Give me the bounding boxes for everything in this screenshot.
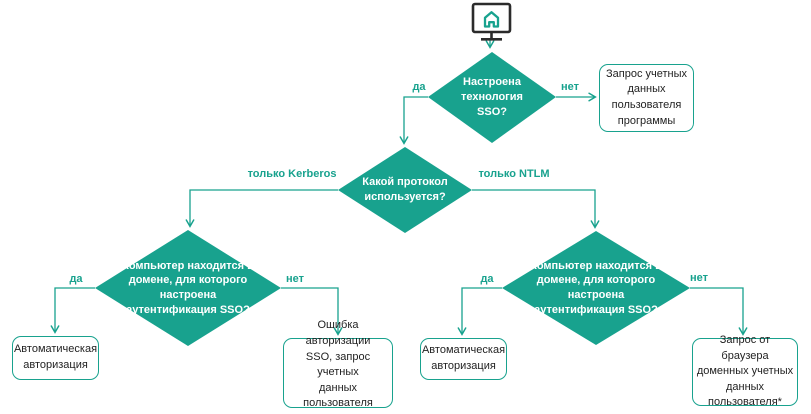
result-box-auto-auth-left: Автоматическая авторизация xyxy=(12,336,99,380)
edge-label-yes-right: да xyxy=(480,273,494,285)
decision-diamond-which-protocol xyxy=(338,147,472,233)
edge-domain-kerberos-no xyxy=(281,287,343,336)
edge-label-yes-left: да xyxy=(69,273,83,285)
edge-sso-yes xyxy=(399,96,428,145)
decision-diamond-sso-configured xyxy=(428,52,556,143)
computer-monitor-home-icon xyxy=(471,2,512,41)
edge-label-no-top: нет xyxy=(560,81,579,93)
edge-protocol-ntlm xyxy=(472,189,600,229)
edge-label-kerberos: только Kerberos xyxy=(247,168,337,180)
edge-label-ntlm: только NTLM xyxy=(478,168,550,180)
home-icon xyxy=(483,11,500,28)
edge-label-yes-top: да xyxy=(412,81,426,93)
result-box-browser-credentials-request: Запрос от браузера доменных учетных данн… xyxy=(692,334,798,408)
decision-diamond-domain-kerberos xyxy=(95,230,281,346)
edge-protocol-kerberos xyxy=(185,189,338,228)
edge-label-no-left: нет xyxy=(285,273,304,285)
edge-domain-ntlm-no xyxy=(690,287,748,336)
result-box-auto-auth-right: Автоматическая авторизация xyxy=(420,338,507,380)
edge-label-no-right: нет xyxy=(689,272,708,284)
result-box-sso-error: Ошибка авторизации SSO, запрос учетных д… xyxy=(283,319,393,414)
result-box-app-credentials-request: Запрос учетных данных пользователя прогр… xyxy=(599,64,694,132)
decision-diamond-domain-ntlm xyxy=(502,231,690,345)
edge-domain-ntlm-yes xyxy=(457,287,502,336)
edge-domain-kerberos-yes xyxy=(50,287,95,334)
